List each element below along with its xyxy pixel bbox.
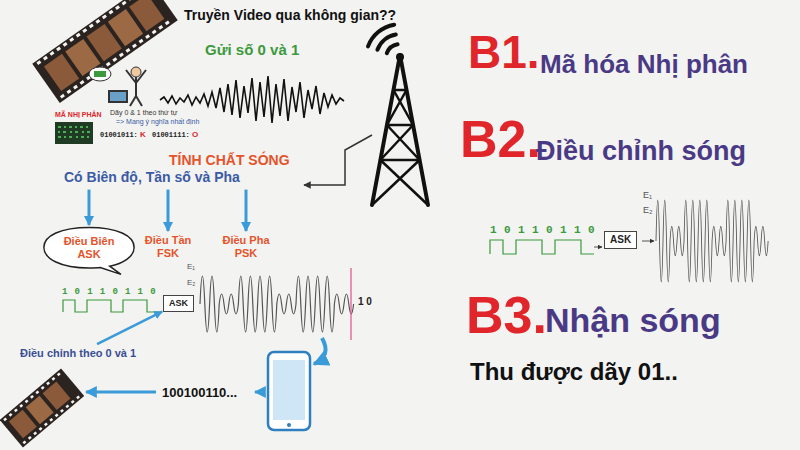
step-title: Mã hóa Nhị phân [540,50,748,80]
binary-code: 01001011: [100,131,138,139]
amplitude-label: E₁ [187,262,195,271]
film-holes [4,373,79,443]
tablet-button [287,423,291,427]
speech-bubble: Điều Biên ASK [42,226,136,274]
step-number: B1. [468,26,540,79]
decode-arrow [255,391,264,394]
letter-value: K [140,130,146,139]
bit-sequence: 1 0 1 1 0 1 1 0 [490,224,595,237]
tower-arrow [304,135,372,185]
signal-arcs [368,25,398,54]
tower-braces [372,90,428,205]
section-label: MÃ NHỊ PHÂN [55,111,102,119]
thought-screen [94,71,106,77]
person-head [131,67,141,77]
step-number: B2. [460,110,541,170]
thought-bubble [89,67,111,81]
node-text: Điều Biên ASK [57,235,121,261]
tower-legs [372,55,428,205]
binary-screen [55,122,93,144]
output-arrow [642,241,654,242]
method-label: Điều Tần FSK [138,232,198,262]
person-figure [89,67,146,106]
step-number: B3. [466,286,547,346]
marker-line [350,268,351,340]
ask-wave [656,200,768,281]
amplitude-label: E₂ [643,205,653,215]
property-group: TÍNH CHẤT SÓNGCó Biên độ, Tần số và Pha [62,150,292,188]
bitstream-label: 100100110... [160,383,239,403]
bubble-shape [44,227,134,274]
node-text: ASK [169,298,188,309]
rebuild-arrow [86,391,156,394]
connector-arrow [245,190,248,231]
tablet [268,352,310,430]
node-text: TÍNH CHẤT SÓNG [64,152,290,169]
binary-code: 01001111: [152,131,190,139]
node-text: Điều chỉnh theo 0 và 1 [20,347,136,360]
modulator-box: ASK [163,295,194,312]
film-strip [32,0,177,103]
note-label: Điều chỉnh theo 0 và 1 [18,345,138,362]
receive-arrow [314,338,326,364]
step-title: Nhận sóng [545,301,721,340]
film-base [0,368,84,447]
node-text: Có Biên độ, Tần số và Pha [64,169,290,186]
step-result: Thu được dãy 01.. [470,358,678,386]
antenna-tower [368,25,428,205]
note-text: Dãy 0 & 1 theo thứ tự [110,109,177,117]
connector-arrow [167,190,170,231]
square-wave [63,300,159,312]
action-label: Gửi số 0 và 1 [205,41,299,58]
connector-arrow [97,312,162,345]
modulator-box: ASK [604,231,637,249]
binary-dots [58,127,90,137]
square-wave [490,240,594,254]
input-arrow [594,247,602,248]
film-strip [0,368,84,447]
laptop [108,90,128,103]
amplitude-label: E₁ [643,190,652,200]
amplitude-label: E₂ [187,278,195,287]
node-text: Điều Tần FSK [140,234,196,260]
bit-value: 1 0 [356,296,374,308]
method-label: Điều Pha PSK [216,232,276,262]
film-base [32,0,177,103]
tower-tip [396,53,404,61]
person-body [126,70,146,106]
node-text: 100100110... [162,385,237,401]
tablet-screen [273,360,305,420]
connector-arrow [88,190,91,225]
film-frame [129,0,164,31]
step-title: Điều chỉnh sóng [536,136,746,167]
node-text: Điều Pha PSK [218,234,274,260]
letter-value: O [192,130,198,139]
ask-wave [200,276,354,332]
laptop-screen [110,92,126,101]
film-holes [37,0,169,97]
note-text: => Mang ý nghĩa nhất định [116,118,199,126]
bit-sequence: 1 0 1 1 0 1 1 0 [62,287,157,297]
title-text: Truyền Video qua không gian?? [184,7,396,23]
signal-wave [160,76,344,123]
node-text: ASK [610,234,631,246]
